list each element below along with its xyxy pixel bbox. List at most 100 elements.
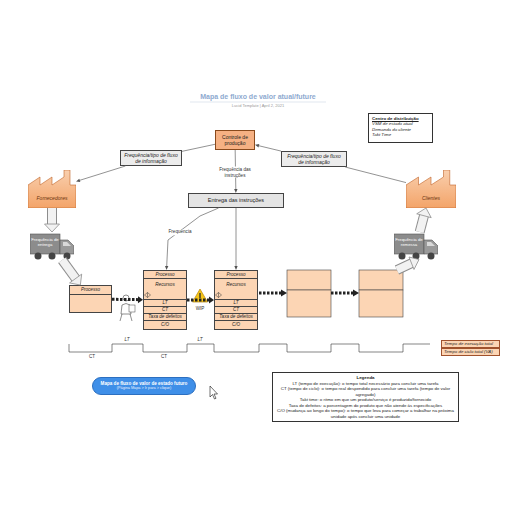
connector-line bbox=[48, 208, 56, 225]
total-box: Tempo de ciclo total (VA) bbox=[441, 348, 500, 356]
connector bbox=[187, 297, 214, 304]
connector-line bbox=[62, 260, 76, 279]
connector-line bbox=[47, 208, 57, 225]
info-flow-box: Frequência/tipo de fluxo de informação bbox=[281, 151, 347, 167]
shipment-arrow bbox=[397, 263, 412, 270]
arrow-head bbox=[234, 189, 237, 193]
connector bbox=[417, 208, 432, 232]
process-field: CT bbox=[162, 307, 168, 313]
connector-line bbox=[236, 208, 237, 267]
operator-figure bbox=[123, 295, 129, 301]
process-field: Taxa de defeitos bbox=[219, 314, 253, 320]
process-row: C/O bbox=[215, 321, 257, 329]
arrow-head bbox=[138, 296, 143, 303]
process-title: Processo bbox=[81, 287, 100, 293]
arrow-head bbox=[255, 144, 259, 147]
push-arrow bbox=[259, 292, 282, 295]
connector-line bbox=[62, 260, 76, 279]
link-button: Mapa de fluxo de valor de estado futuro(… bbox=[92, 377, 196, 395]
connector-line bbox=[258, 146, 281, 151]
node-text: C/O (mudança ao longo do tempo): o tempo… bbox=[277, 408, 454, 419]
timeline-label: CT bbox=[89, 354, 95, 360]
process-row: Processo bbox=[144, 271, 186, 279]
truck-wheel bbox=[399, 253, 406, 260]
customer-factory: Clientes bbox=[406, 170, 456, 208]
connector-line bbox=[345, 167, 406, 183]
truck-wheel bbox=[413, 253, 420, 260]
connector-line bbox=[187, 299, 210, 302]
node-text: Legenda bbox=[356, 375, 374, 381]
factory-outline bbox=[28, 170, 76, 208]
process-row bbox=[70, 295, 111, 312]
arrow-head bbox=[76, 179, 80, 182]
process-row: LT bbox=[215, 300, 257, 307]
truck-window bbox=[63, 242, 71, 246]
wip-mark bbox=[199, 293, 200, 298]
legend-box: LegendaLT (tempo de execução): o tempo t… bbox=[272, 372, 459, 422]
connector bbox=[182, 144, 215, 151]
instruction-box: Entrega das instruções bbox=[188, 193, 284, 208]
node-text: VSM de estado atual bbox=[372, 121, 413, 126]
operator-figure bbox=[121, 304, 131, 315]
empty-process-box bbox=[359, 290, 403, 317]
connector-line bbox=[420, 215, 424, 232]
push-arrow bbox=[331, 292, 354, 295]
connector-line bbox=[182, 144, 215, 151]
arrow-head bbox=[70, 274, 82, 285]
operator-symbol bbox=[216, 293, 222, 298]
node-text: Tempo de ciclo total (VA) bbox=[444, 349, 493, 354]
process-row: CT bbox=[144, 307, 186, 314]
node-text: Frequência/tipo de fluxo de informação bbox=[123, 152, 179, 164]
arrow-head bbox=[45, 224, 60, 232]
timeline-label: CT bbox=[161, 354, 167, 360]
truck-cargo bbox=[394, 234, 424, 254]
process-box: ProcessoRecursosLTCTTaxa de defeitosC/O bbox=[214, 270, 258, 330]
wip-mark bbox=[199, 299, 201, 301]
process-field: CT bbox=[233, 307, 239, 313]
title-rule bbox=[190, 102, 326, 103]
empty-process-box bbox=[287, 270, 331, 290]
operator-symbol bbox=[145, 293, 151, 298]
node-text: LT (tempo de execução): o tempo total ne… bbox=[292, 381, 438, 387]
connector-label: Frequência bbox=[168, 229, 193, 235]
node-text: Controle de produção bbox=[217, 134, 253, 146]
process-field: Recursos bbox=[155, 282, 174, 288]
connector-line bbox=[79, 166, 125, 180]
wip-triangle bbox=[193, 289, 208, 302]
truck-wheel bbox=[64, 253, 71, 260]
push-arrow-head bbox=[353, 290, 359, 297]
arrow-head bbox=[209, 297, 214, 304]
process-field: Taxa de defeitos bbox=[148, 314, 182, 320]
process-row: Processo bbox=[215, 271, 257, 279]
process-row: LT bbox=[144, 300, 186, 307]
connector bbox=[234, 208, 237, 270]
node-text: Tempo de execução total bbox=[444, 341, 493, 346]
shipment-arrow bbox=[397, 263, 412, 270]
process-field: Recursos bbox=[226, 282, 245, 288]
empty-process-box bbox=[287, 290, 331, 317]
node-text: Takt Time bbox=[372, 132, 391, 137]
node-text: Frequência de entrega bbox=[30, 237, 60, 247]
connector bbox=[112, 296, 143, 303]
wip-label: WIP bbox=[196, 306, 205, 312]
process-title: Processo bbox=[226, 272, 245, 278]
truck-cargo bbox=[30, 234, 60, 254]
connector-line bbox=[112, 298, 139, 301]
process-field: LT bbox=[233, 300, 238, 306]
truck-window bbox=[427, 242, 435, 246]
truck-cab bbox=[424, 240, 438, 254]
process-row: CT bbox=[215, 307, 257, 314]
process-row: Recursos bbox=[144, 279, 186, 300]
node-text: CT (tempo de ciclo): o tempo real despen… bbox=[277, 386, 454, 397]
connector bbox=[255, 144, 281, 151]
supplier-factory: Fornecedores bbox=[28, 170, 76, 208]
info-flow-box: Frequência/tipo de fluxo de informação bbox=[120, 150, 182, 166]
process-field: LT bbox=[162, 300, 167, 306]
process-field: C/O bbox=[161, 322, 169, 328]
shipment-arrow-head bbox=[409, 257, 419, 270]
connector bbox=[76, 166, 125, 182]
